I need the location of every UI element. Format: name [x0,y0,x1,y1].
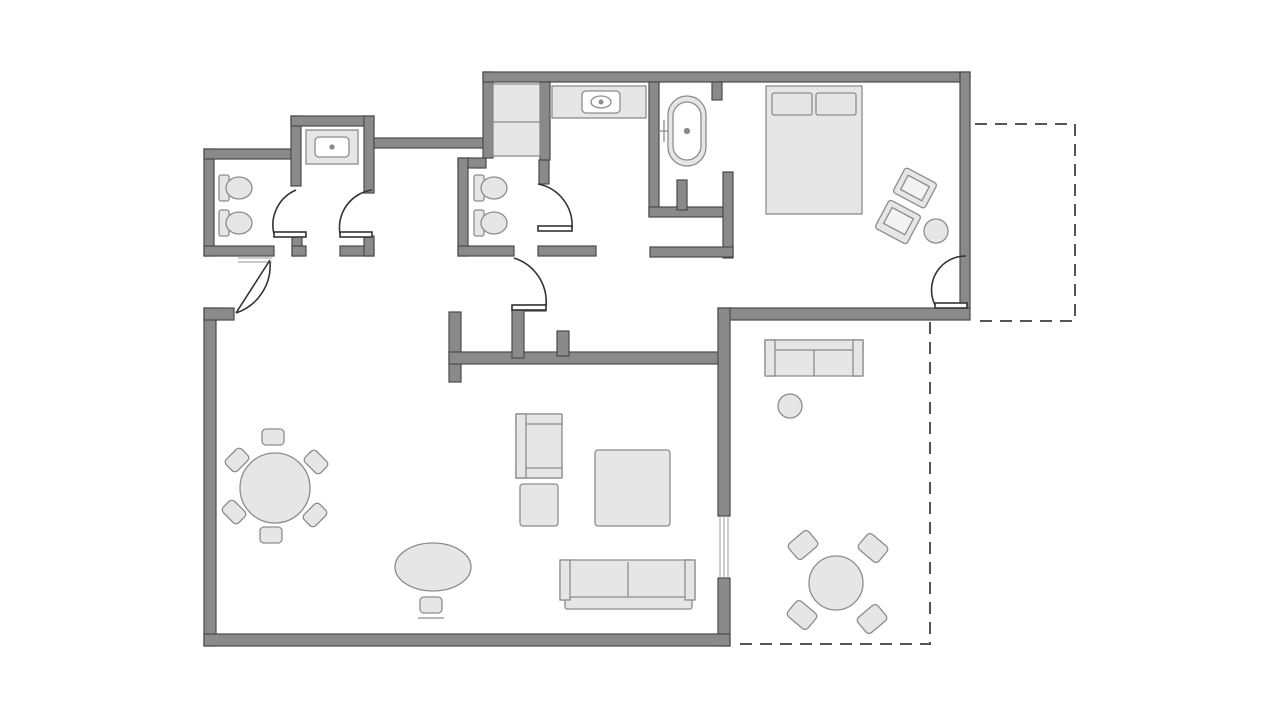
bed-icon [765,85,863,215]
balcony-outline [975,123,1076,322]
chair-icon [303,449,329,475]
powder-room-door-left[interactable] [272,189,307,238]
chair-icon [418,596,444,619]
armchair-icon [515,413,563,479]
round-table-icon [808,555,864,611]
washroom-door[interactable] [537,183,573,232]
toilet-icon [218,209,253,237]
sink-icon [305,129,359,165]
entry-door[interactable] [235,259,271,314]
chair-icon [786,599,818,631]
chair-icon [302,502,328,528]
chair-icon [856,603,888,635]
ottoman-icon [519,483,559,527]
bathtub-icon [660,95,707,167]
chair-icon [259,526,283,544]
doors [235,183,968,314]
window [238,257,729,578]
wardrobe-icon [492,83,541,157]
sofa-icon [764,339,864,377]
sofa-icon [559,559,696,610]
oval-table-icon [394,542,472,592]
round-table-icon [239,452,311,524]
chair-icon [261,428,285,446]
hallway-door[interactable] [511,257,547,311]
armchair-icon [875,199,921,245]
balcony-door[interactable] [930,255,968,309]
terrace-outline [732,322,931,645]
sink-icon [551,85,647,119]
chair-icon [857,532,889,564]
stool-icon [777,393,803,419]
side-table-icon [923,218,949,244]
toilet-icon [473,174,508,202]
armchair-icon [892,167,938,209]
chair-icon [221,499,247,525]
powder-room-door-right[interactable] [338,189,373,238]
coffee-table-icon [594,449,671,527]
walls [203,71,971,647]
toilet-icon [473,209,508,237]
chair-icon [224,447,250,473]
chair-icon [787,529,819,561]
toilet-icon [218,174,253,202]
